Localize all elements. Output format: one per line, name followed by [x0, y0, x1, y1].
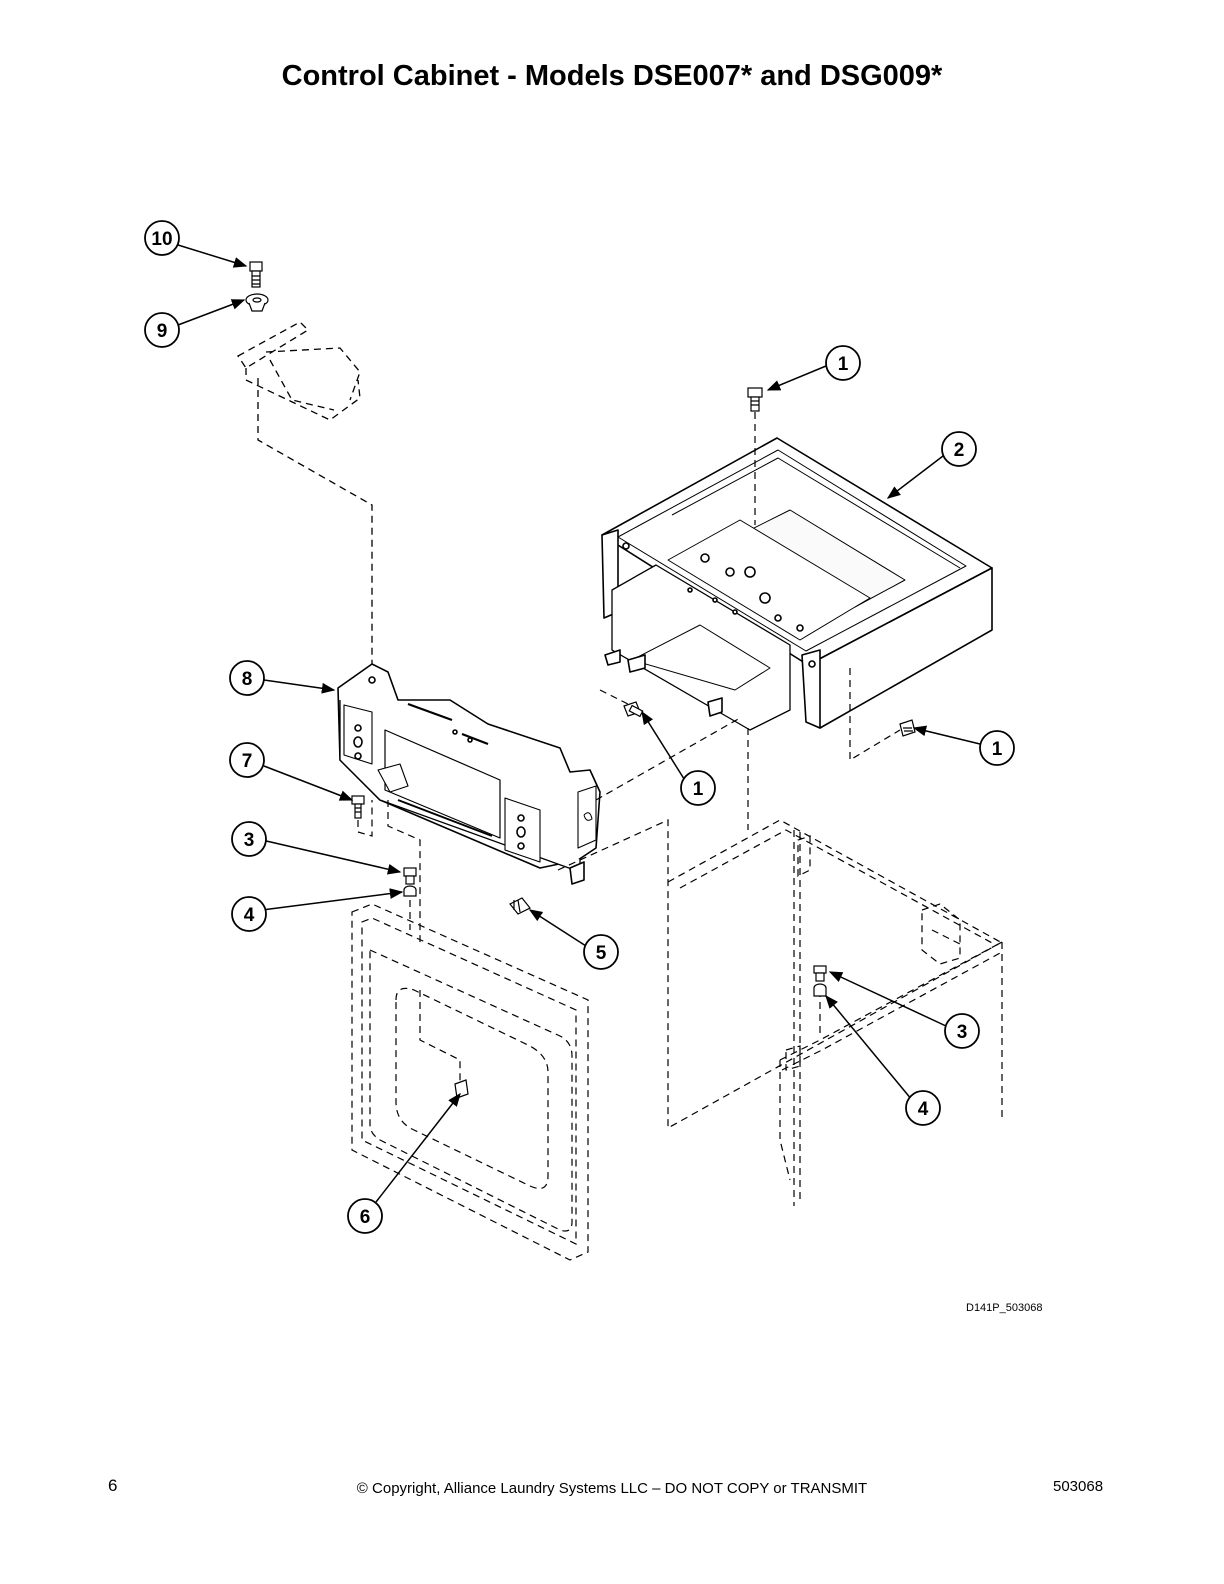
- washer-4-right: [813, 983, 827, 997]
- callout-4-left: 4: [231, 896, 267, 932]
- callout-8: 8: [229, 660, 265, 696]
- leader-10: [177, 244, 248, 268]
- callout-6: 6: [347, 1198, 383, 1234]
- leader-6: [375, 1092, 461, 1203]
- front-panel-phantom: [351, 903, 589, 1261]
- page-title: Control Cabinet - Models DSE007* and DSG…: [281, 60, 943, 92]
- callout-9: 9: [144, 312, 180, 348]
- cabinet-base-phantom: [667, 819, 1005, 1206]
- callout-label: 4: [918, 1099, 929, 1120]
- washer-9: [245, 293, 269, 312]
- leader-3-left: [261, 839, 402, 875]
- console-panel: [337, 663, 601, 885]
- callout-1-mid: 1: [680, 770, 716, 806]
- callout-label: 7: [242, 751, 253, 772]
- screw-1-right: [899, 719, 916, 737]
- callout-label: 5: [596, 943, 607, 964]
- screw-3-left: [403, 867, 417, 885]
- callout-1-top: 1: [825, 345, 861, 381]
- leader-2: [886, 455, 944, 499]
- callout-label: 6: [360, 1207, 371, 1228]
- clip-6: [454, 1079, 469, 1099]
- callout-5: 5: [583, 934, 619, 970]
- callout-label: 9: [157, 321, 168, 342]
- leader-4-right: [825, 994, 913, 1101]
- callout-label: 3: [957, 1022, 968, 1043]
- callout-3-right: 3: [944, 1013, 980, 1049]
- screw-3-right: [813, 965, 827, 982]
- callout-label: 1: [693, 779, 704, 800]
- leader-3-right: [828, 971, 947, 1027]
- screw-3-left-axis: [387, 800, 421, 944]
- screw-1-right-axis: [849, 668, 901, 762]
- leader-4-left: [261, 888, 404, 911]
- figure-id: D141P_503068: [966, 1302, 1043, 1314]
- screw-5: [509, 897, 531, 915]
- screw-1-lower-axis: [599, 689, 633, 707]
- callout-label: 1: [992, 739, 1003, 760]
- screw-1-lower: [623, 701, 644, 718]
- top-bracket-phantom: [237, 321, 373, 668]
- callout-label: 8: [242, 669, 253, 690]
- callout-2: 2: [941, 431, 977, 467]
- callout-label: 3: [244, 830, 255, 851]
- callout-4-right: 4: [905, 1090, 941, 1126]
- leader-7: [263, 765, 354, 801]
- callout-label: 10: [151, 229, 172, 250]
- callout-10: 10: [144, 220, 180, 256]
- screw-7-axis: [357, 800, 373, 837]
- control-cabinet-box: [601, 437, 993, 731]
- leader-5: [528, 909, 587, 947]
- document-number: 503068: [1053, 1478, 1104, 1495]
- alignment-lines: [557, 717, 1003, 1130]
- copyright-notice: © Copyright, Alliance Laundry Systems LL…: [356, 1480, 868, 1497]
- callouts: 10 9 1 2 8 1 1 7: [144, 220, 1015, 1234]
- callout-label: 4: [244, 905, 255, 926]
- leader-1-right: [912, 725, 981, 745]
- screw-7: [351, 795, 365, 819]
- callout-label: 2: [954, 440, 965, 461]
- leader-8: [263, 679, 336, 694]
- leader-1-mid: [641, 710, 687, 783]
- screw-10: [249, 261, 263, 288]
- leader-1-top: [766, 365, 827, 391]
- screw-1-top: [747, 387, 763, 412]
- callout-3-left: 3: [231, 821, 267, 857]
- callout-label: 1: [838, 354, 849, 375]
- leader-9: [177, 299, 246, 326]
- washer-4-left: [403, 885, 417, 897]
- callout-1-right: 1: [979, 730, 1015, 766]
- page-number: 6: [108, 1476, 118, 1495]
- callout-7: 7: [229, 742, 265, 778]
- leader-lines: [177, 244, 981, 1203]
